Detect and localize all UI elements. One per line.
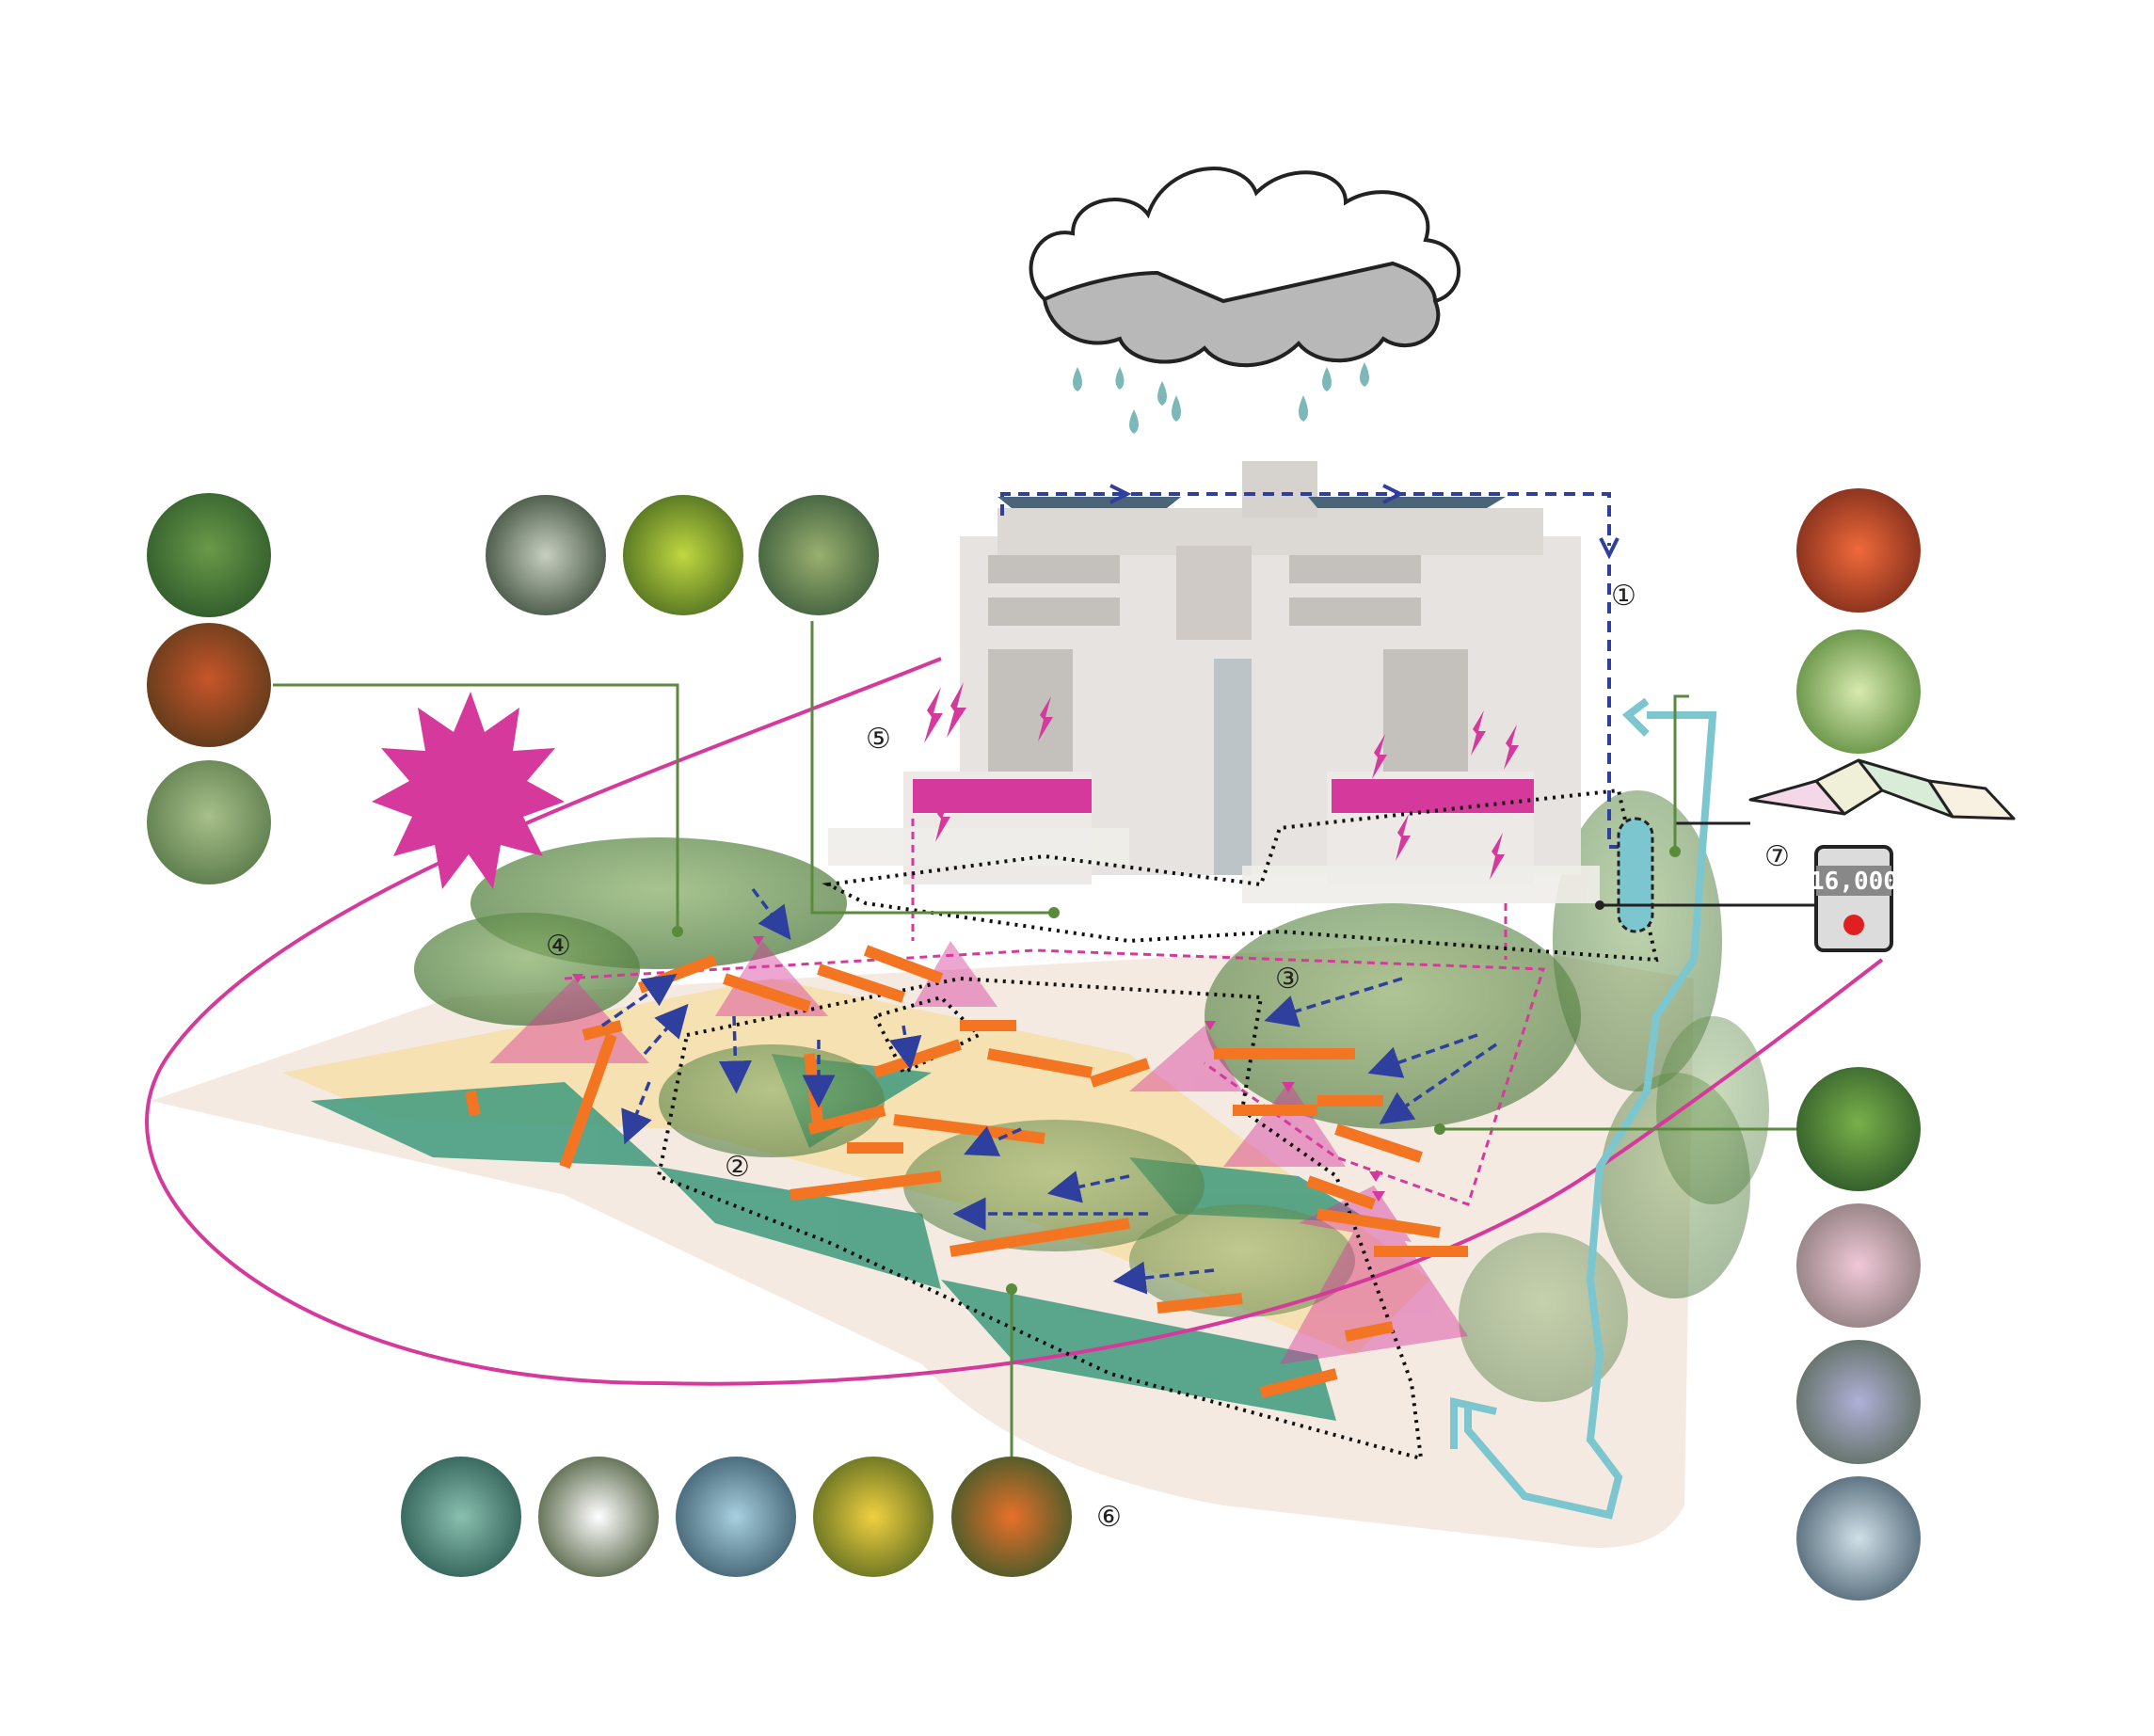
plant-photo [1796,488,1921,613]
record-dot-icon [1843,915,1864,935]
roof-panels [913,497,1534,813]
flow-arrowheads [1109,484,1619,560]
plant-photo [758,495,879,615]
plant-photo [1796,629,1921,754]
plant-photo [147,623,271,747]
plant-photo [623,495,743,615]
counter-leader-dot [1595,900,1604,910]
marker-7: ⑦ [1764,840,1790,873]
wind-arrows [601,887,1497,1295]
counter-value: 16,000 [1810,868,1898,896]
zigzag-strip [1748,758,2016,820]
water-arrowhead-bottom [1450,1397,1497,1449]
marker-2: ② [725,1151,750,1184]
marker-1: ① [1611,580,1636,613]
plant-swatches-bottom [401,1457,1072,1577]
plant-photo [486,495,606,615]
marker-pins [572,936,1385,1202]
counter-device: 16,000 [1810,845,1898,952]
cistern [1617,817,1654,933]
plant-swatches-right [1796,488,1921,1601]
plant-photo [401,1457,521,1577]
plant-photo [538,1457,659,1577]
plant-photo [676,1457,796,1577]
water-channel [1464,711,1717,1520]
plant-photo [147,760,271,884]
plant-swatches-top [486,495,879,615]
rain-cloud [1029,167,1460,368]
building [828,461,1600,903]
marker-4: ④ [546,930,571,963]
raindrops [1073,362,1369,434]
energy-bolts [924,682,1519,880]
leader-dots [672,846,1681,1295]
plant-photo [147,493,271,617]
plant-swatches-left [147,493,271,884]
plant-photo [1796,1067,1921,1191]
plant-photo [951,1457,1072,1577]
water-arrowhead [1621,697,1650,737]
marker-5: ⑤ [866,723,891,756]
sun-icon [372,692,565,889]
plant-photo [813,1457,933,1577]
plant-leaders [273,621,1797,1501]
plant-photo [1796,1203,1921,1328]
plant-photo [1796,1476,1921,1601]
plant-photo [1796,1340,1921,1464]
marker-6: ⑥ [1096,1501,1122,1534]
sun-path [145,657,1884,1386]
marker-3: ③ [1275,963,1300,995]
